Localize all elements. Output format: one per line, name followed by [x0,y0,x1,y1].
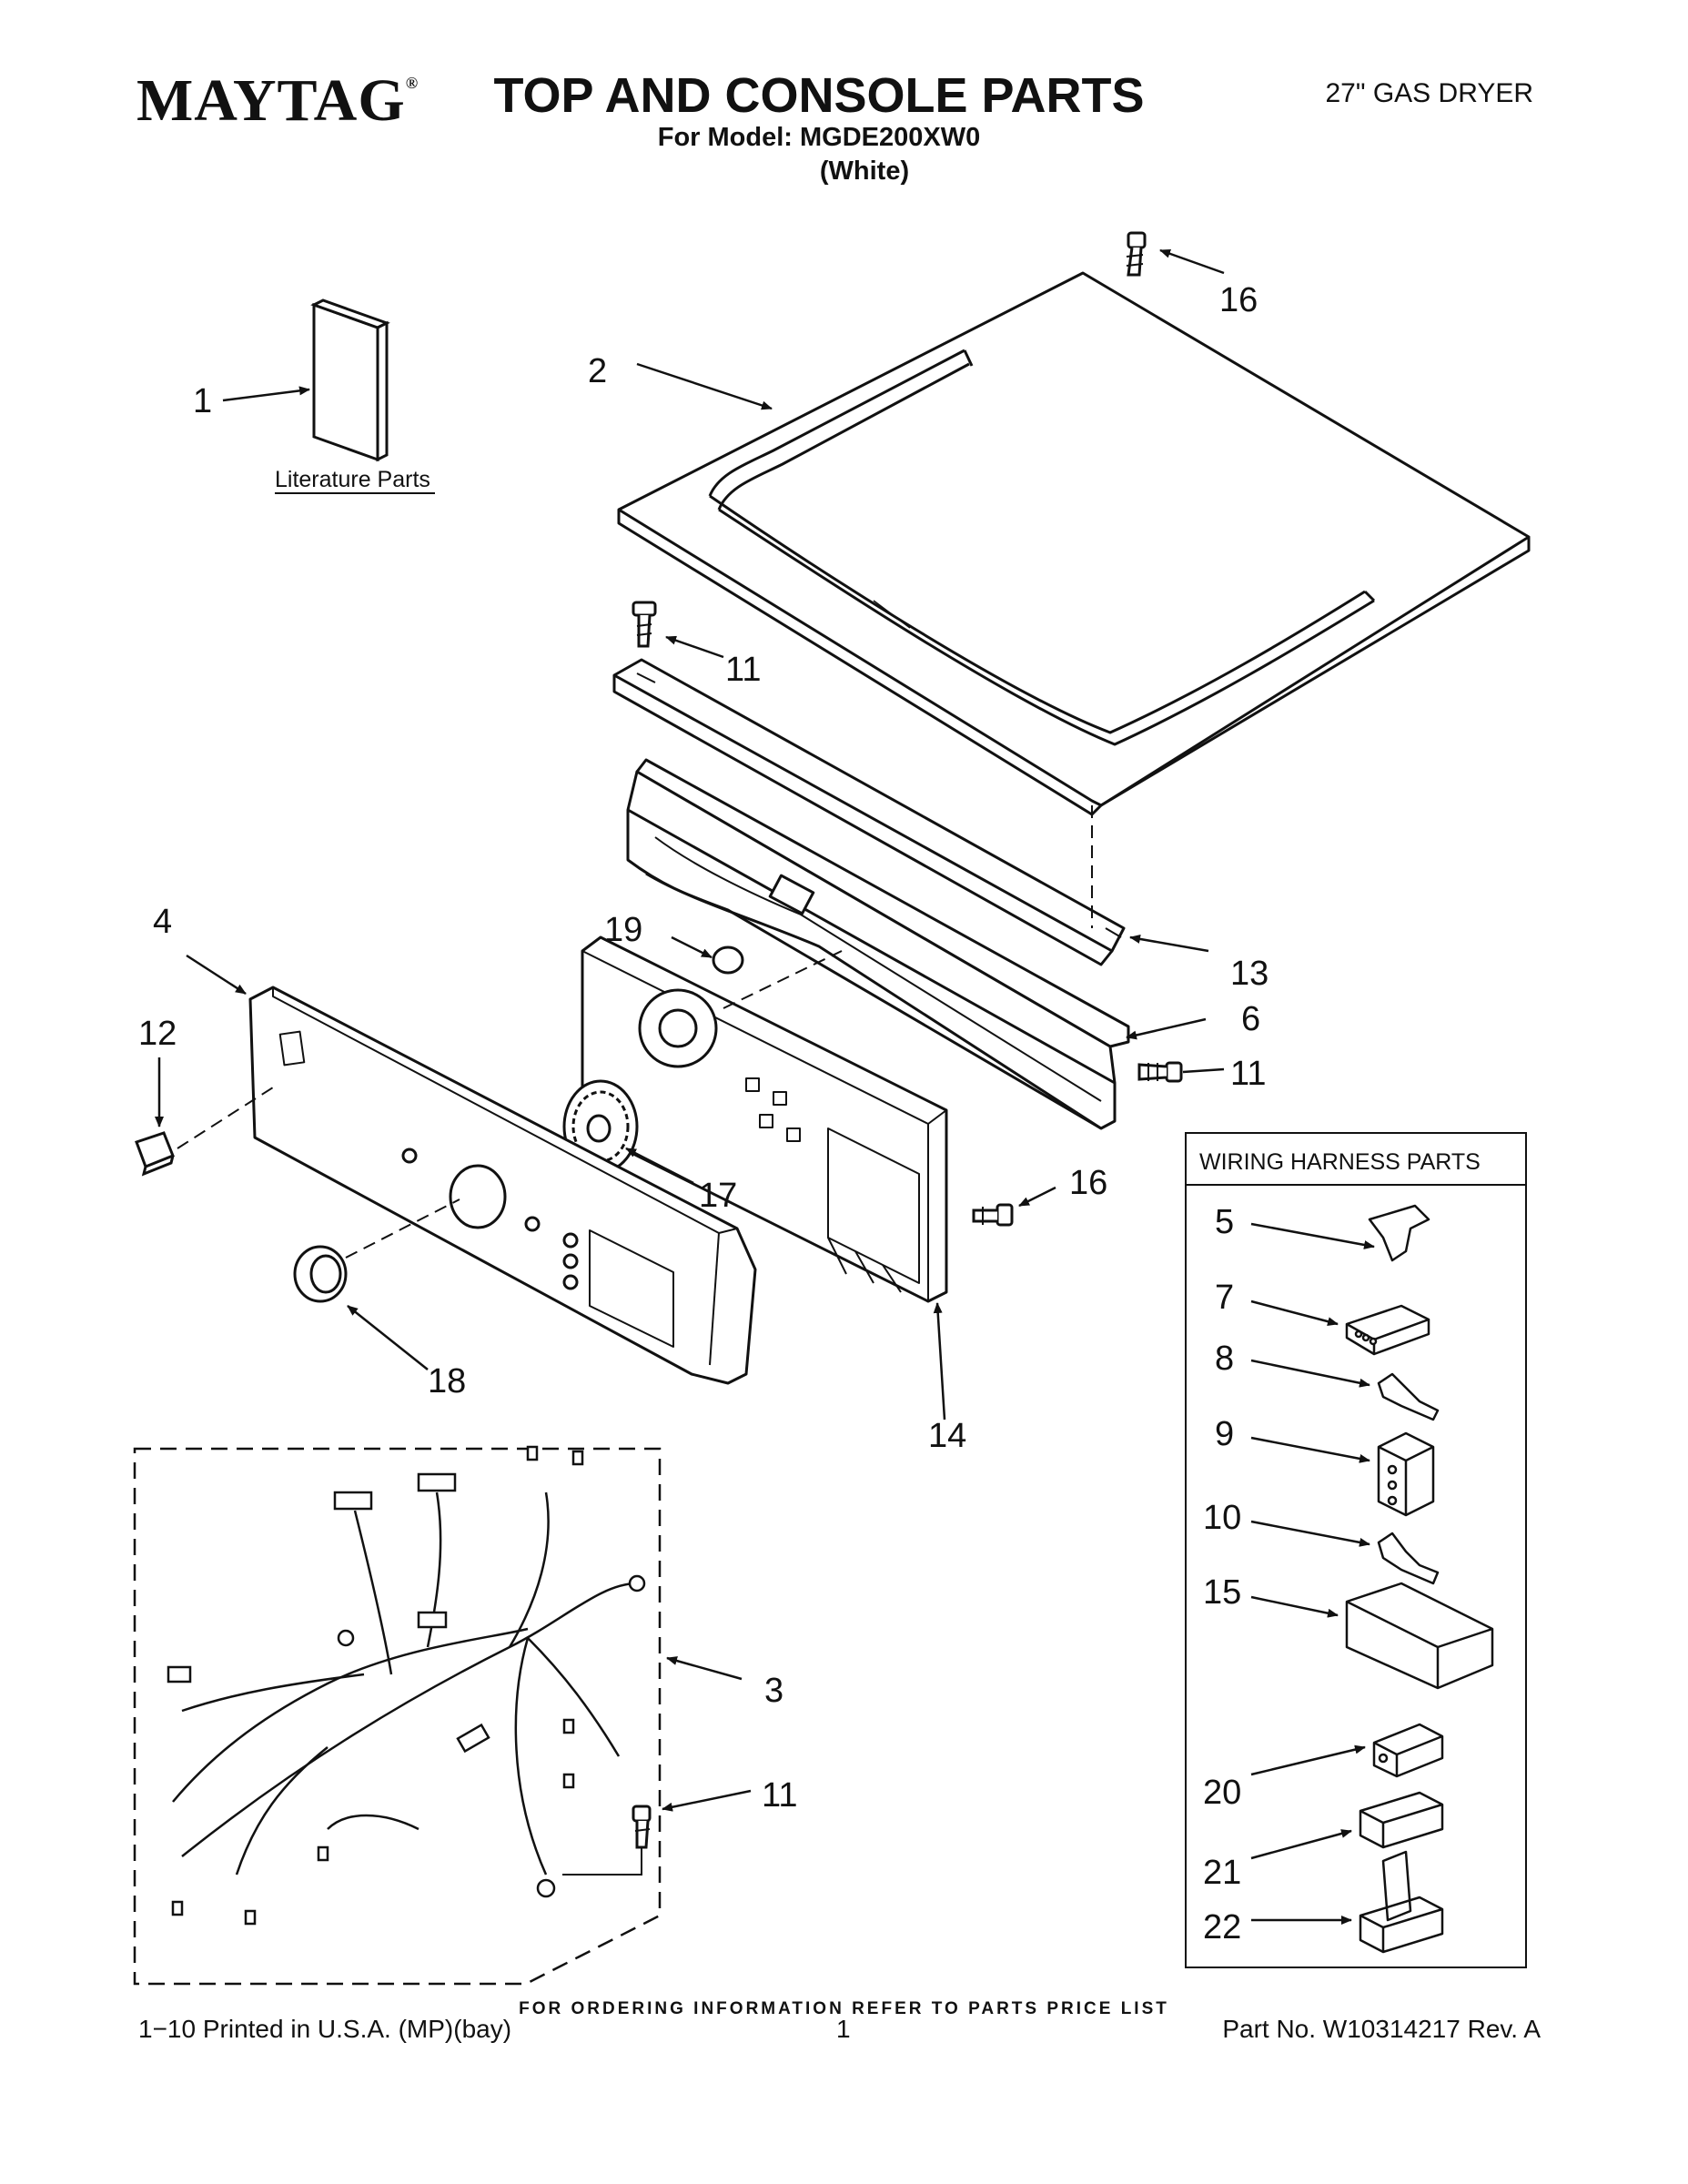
push-button [135,1131,175,1177]
callout-4: 4 [153,903,172,941]
leader-21 [1250,1829,1352,1860]
color-line: (White) [819,157,910,186]
leader-7 [1250,1299,1339,1327]
wiring-box-title: WIRING HARNESS PARTS [1199,1149,1481,1175]
brand-logo: MAYTAG® [136,71,419,131]
callout-16-top: 16 [1219,281,1258,319]
leader-5 [1250,1222,1375,1249]
harness-ground-guide [562,1847,642,1876]
print-info: 1−10 Printed in U.S.A. (MP)(bay) [138,2015,512,2043]
literature-label: Literature Parts [275,467,430,492]
literature-booklet [310,298,390,462]
screw-11-right [1137,1061,1183,1083]
screw-16-lower [972,1203,1014,1227]
callout-15: 15 [1203,1573,1241,1612]
console-frame [626,758,1130,1130]
leader-11-lower [662,1789,752,1812]
part-7-housing [1345,1304,1430,1356]
brand-name: MAYTAG [136,67,406,134]
wiring-box-frame [1185,1132,1527,1968]
page-title: TOP AND CONSOLE PARTS [493,68,1145,123]
leader-11-right [1182,1067,1225,1074]
leader-15 [1250,1595,1339,1618]
part-15-housing [1345,1582,1494,1690]
leader-14 [933,1302,946,1421]
callout-19: 19 [604,911,642,949]
leader-16-top [1159,248,1225,275]
callout-6: 6 [1241,1000,1260,1038]
callout-20: 20 [1203,1774,1241,1812]
callout-13: 13 [1230,955,1269,993]
leader-13 [1129,934,1209,953]
label-disc [712,945,744,975]
callout-10: 10 [1203,1499,1241,1537]
callout-17: 17 [699,1177,737,1215]
callout-5: 5 [1215,1203,1234,1241]
screw-16-top [1126,231,1147,277]
leader-3 [666,1656,743,1681]
leader-18 [347,1305,429,1370]
control-knob [293,1245,348,1303]
callout-11-lower: 11 [762,1776,797,1815]
callout-22: 22 [1203,1908,1241,1946]
control-board [581,935,948,1303]
callout-16-lower: 16 [1069,1164,1107,1202]
leader-2 [636,362,773,410]
leader-10 [1250,1520,1370,1547]
callout-1: 1 [193,382,212,420]
leader-20 [1250,1744,1366,1776]
callout-7: 7 [1215,1279,1234,1317]
leader-9 [1250,1436,1370,1463]
leader-8 [1250,1359,1370,1388]
product-type: 27" GAS DRYER [1325,78,1533,108]
part-9-housing [1377,1431,1435,1517]
ordering-note: FOR ORDERING INFORMATION REFER TO PARTS … [519,1999,1169,2018]
callout-18: 18 [428,1362,466,1400]
callout-3: 3 [764,1672,783,1710]
registered-mark: ® [405,74,419,92]
callout-9: 9 [1215,1415,1234,1453]
top-panel [617,271,1531,816]
dashed-guide-board [723,950,843,1009]
console-panel [248,986,757,1385]
part-5-clip [1368,1204,1430,1262]
callout-11-upper: 11 [725,651,761,689]
wiring-harness [133,1445,662,1986]
callout-8: 8 [1215,1340,1234,1378]
leader-16-lower [1018,1186,1056,1208]
page-number: 1 [836,2015,851,2043]
console-bracket [612,658,1126,966]
part-number: Part No. W10314217 Rev. A [1222,2015,1541,2043]
screw-11-lower [632,1805,652,1849]
model-line: For Model: MGDE200XW0 [657,123,981,152]
callout-numbers: 1 2 16 11 13 6 11 19 4 12 16 17 18 14 3 … [138,281,1269,1946]
leader-4 [186,954,247,996]
leader-6 [1126,1017,1207,1040]
leader-11-upper [665,635,724,659]
wiring-part-icons [1345,1204,1494,1954]
callout-11-right: 11 [1230,1055,1266,1093]
part-21-housing [1359,1791,1444,1849]
callout-14: 14 [928,1417,966,1455]
screw-11-upper [632,601,657,648]
leader-19 [671,935,713,959]
callout-2: 2 [588,352,607,390]
callout-21: 21 [1203,1854,1241,1892]
leader-1 [222,386,310,402]
dashed-guide-knob [345,1198,460,1259]
part-22-housing [1359,1850,1444,1954]
part-8-terminal [1377,1372,1440,1421]
callout-12: 12 [138,1015,177,1053]
leader-17 [625,1147,694,1185]
part-10-terminal [1377,1532,1440,1585]
part-20-housing [1372,1723,1444,1778]
